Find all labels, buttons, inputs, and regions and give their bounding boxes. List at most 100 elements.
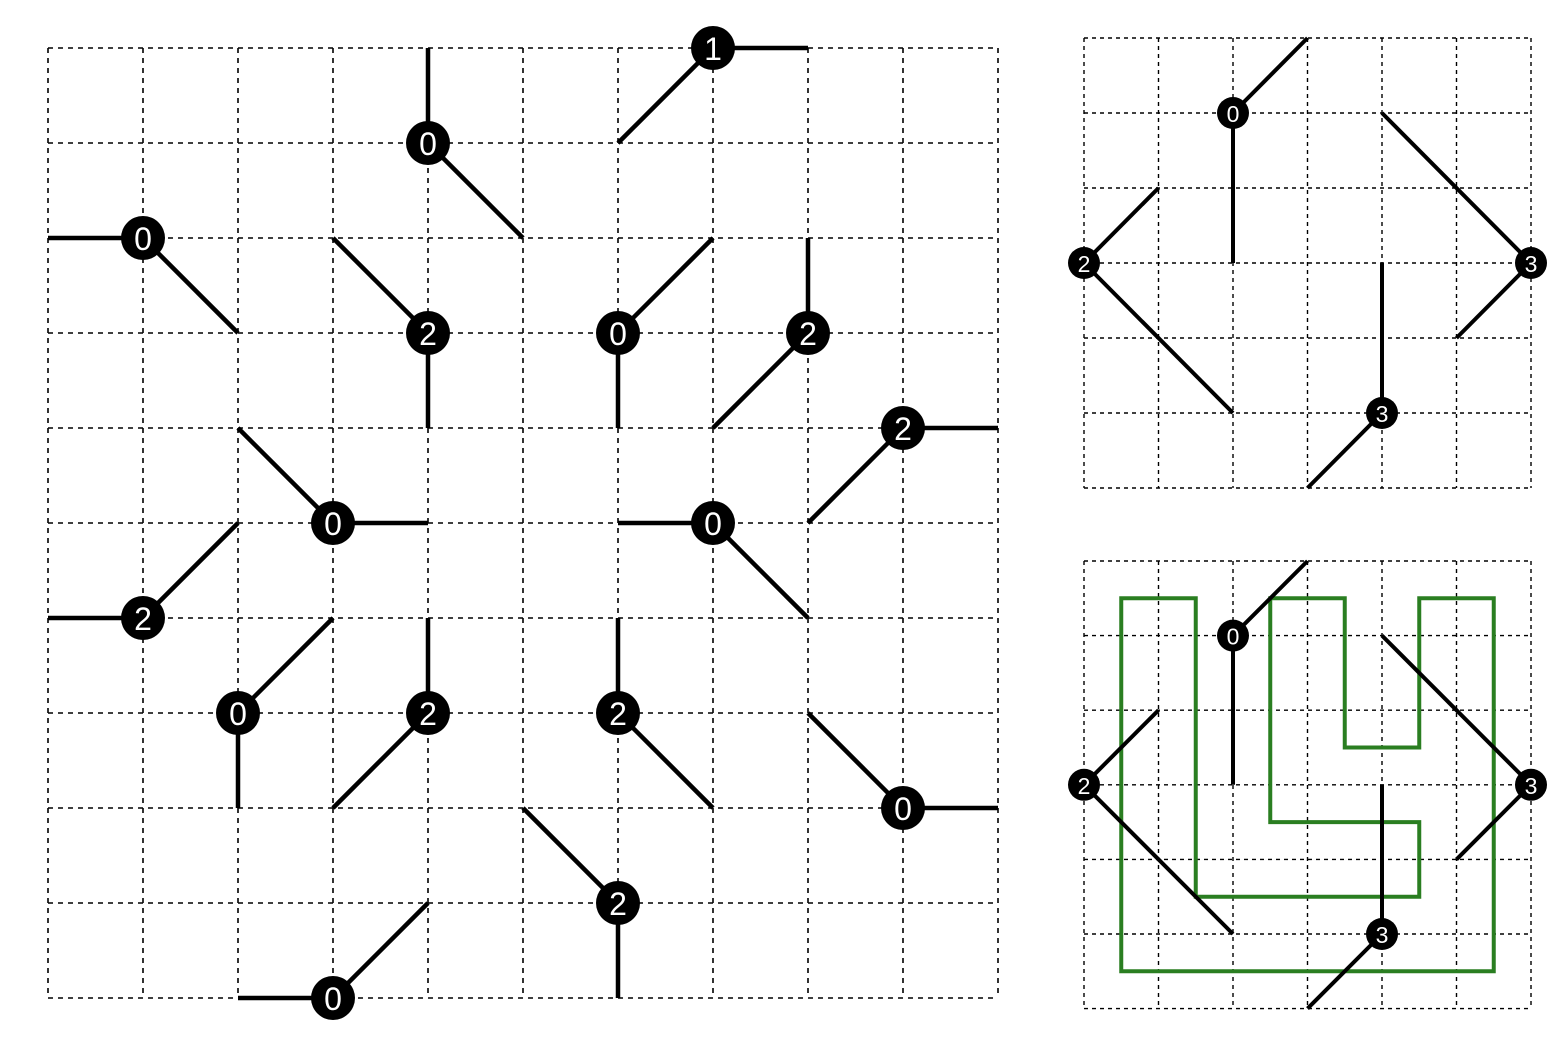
main-clue-circle xyxy=(596,881,640,925)
example-clue-number: 3 xyxy=(1376,401,1389,427)
main-clue-circle xyxy=(691,26,735,70)
main-clue-number: 2 xyxy=(419,316,437,352)
solution-clue-arm xyxy=(1231,559,1309,638)
example-clue-number: 3 xyxy=(1525,251,1538,277)
example-clue-circle xyxy=(1068,247,1100,279)
solution-clue-number: 0 xyxy=(1227,624,1240,650)
main-clue-number: 2 xyxy=(799,316,817,352)
solution-clue-number: 2 xyxy=(1078,773,1091,799)
main-clue[interactable]: 0 xyxy=(406,121,450,165)
main-clue-number: 0 xyxy=(134,221,152,257)
solution-arms xyxy=(1082,559,1533,1011)
main-clue-arm xyxy=(806,711,905,810)
main-clue-number: 0 xyxy=(324,981,342,1017)
main-clue[interactable]: 0 xyxy=(121,216,165,260)
main-clue-circle xyxy=(406,121,450,165)
example-clue-number: 2 xyxy=(1078,251,1091,277)
main-clue-arm xyxy=(616,711,715,810)
example-panel: 0 2 3 3 xyxy=(1068,36,1547,490)
main-clue-circle xyxy=(406,691,450,735)
example-arms xyxy=(1082,36,1533,490)
main-clue[interactable]: 2 xyxy=(121,596,165,640)
main-clue[interactable]: 2 xyxy=(786,311,830,355)
main-clue-circle xyxy=(311,976,355,1020)
main-clue-circle xyxy=(786,311,830,355)
solution-clue-circle xyxy=(1217,619,1249,652)
main-clue[interactable]: 2 xyxy=(596,881,640,925)
main-clue-number: 1 xyxy=(704,31,722,67)
main-clue-number: 2 xyxy=(894,411,912,447)
solution-clue[interactable]: 3 xyxy=(1515,768,1547,801)
main-clue-number: 0 xyxy=(894,791,912,827)
main-clue-arm xyxy=(616,46,715,145)
main-clue-arm xyxy=(426,141,525,240)
main-clue-arm xyxy=(331,901,430,1000)
example-clue-arm xyxy=(1082,261,1235,415)
main-clue-number: 0 xyxy=(609,316,627,352)
main-clue[interactable]: 2 xyxy=(596,691,640,735)
main-clue-circle xyxy=(121,216,165,260)
main-clue-arm xyxy=(616,236,715,335)
main-clue-number: 2 xyxy=(609,696,627,732)
main-clue-circle xyxy=(691,501,735,545)
main-clue-number: 0 xyxy=(419,126,437,162)
example-clue[interactable]: 0 xyxy=(1217,97,1249,129)
main-clue-arm xyxy=(141,236,240,335)
main-clue[interactable]: 0 xyxy=(596,311,640,355)
solution-clue-arm xyxy=(1455,783,1533,861)
main-clue[interactable]: 2 xyxy=(881,406,925,450)
main-clue-circle xyxy=(596,311,640,355)
solution-panel: 0 2 3 3 xyxy=(1068,559,1547,1011)
solution-clue-circle xyxy=(1366,918,1398,950)
main-clue-circle xyxy=(311,501,355,545)
main-clue[interactable]: 2 xyxy=(406,691,450,735)
main-clue-arm xyxy=(711,521,810,620)
main-clue-number: 0 xyxy=(704,506,722,542)
main-clue-circle xyxy=(121,596,165,640)
example-clue[interactable]: 2 xyxy=(1068,247,1100,279)
main-clue[interactable]: 0 xyxy=(881,786,925,830)
example-clue-circle xyxy=(1217,97,1249,129)
main-clue-circle xyxy=(216,691,260,735)
example-clue-arm xyxy=(1231,36,1309,115)
solution-clue-arm xyxy=(1306,932,1384,1011)
main-clue-number: 2 xyxy=(419,696,437,732)
main-clue-number: 0 xyxy=(324,506,342,542)
main-clue-circle xyxy=(596,691,640,735)
example-clue-arm xyxy=(1082,186,1160,265)
example-clue-arm xyxy=(1306,411,1384,490)
example-clue[interactable]: 3 xyxy=(1366,397,1398,429)
solution-clue[interactable]: 2 xyxy=(1068,768,1100,801)
solution-clue-arm xyxy=(1082,783,1235,936)
solution-clue-circle xyxy=(1515,768,1547,801)
example-clue-number: 0 xyxy=(1227,101,1240,127)
solution-clue-number: 3 xyxy=(1376,922,1389,948)
main-clue-number: 2 xyxy=(609,886,627,922)
example-clue-circle xyxy=(1366,397,1398,429)
main-clue-arm xyxy=(236,426,335,525)
main-clue-arm xyxy=(331,711,430,810)
main-grid xyxy=(47,47,999,999)
main-clue[interactable]: 0 xyxy=(691,501,735,545)
main-clue[interactable]: 0 xyxy=(311,501,355,545)
example-clue-arm xyxy=(1380,111,1533,265)
main-clue[interactable]: 2 xyxy=(406,311,450,355)
main-clue[interactable]: 1 xyxy=(691,26,735,70)
solution-clue-arm xyxy=(1380,634,1533,787)
solution-clue[interactable]: 3 xyxy=(1366,918,1398,950)
main-clue-circle xyxy=(881,786,925,830)
example-clue-arm xyxy=(1455,261,1533,340)
main-clue-arm xyxy=(331,236,430,335)
main-clue-arm xyxy=(236,616,335,715)
main-clue[interactable]: 0 xyxy=(311,976,355,1020)
main-clue-arm xyxy=(806,426,905,525)
example-grid xyxy=(1083,37,1532,489)
main-clue-number: 0 xyxy=(229,696,247,732)
example-clue-circle xyxy=(1515,247,1547,279)
main-panel: 1 0 0 2 0 2 2 0 0 2 0 2 2 0 2 0 xyxy=(47,26,999,1020)
solution-clue[interactable]: 0 xyxy=(1217,619,1249,652)
solution-clue-number: 3 xyxy=(1525,773,1538,799)
solution-clue-circle xyxy=(1068,768,1100,801)
example-clue[interactable]: 3 xyxy=(1515,247,1547,279)
main-clue[interactable]: 0 xyxy=(216,691,260,735)
